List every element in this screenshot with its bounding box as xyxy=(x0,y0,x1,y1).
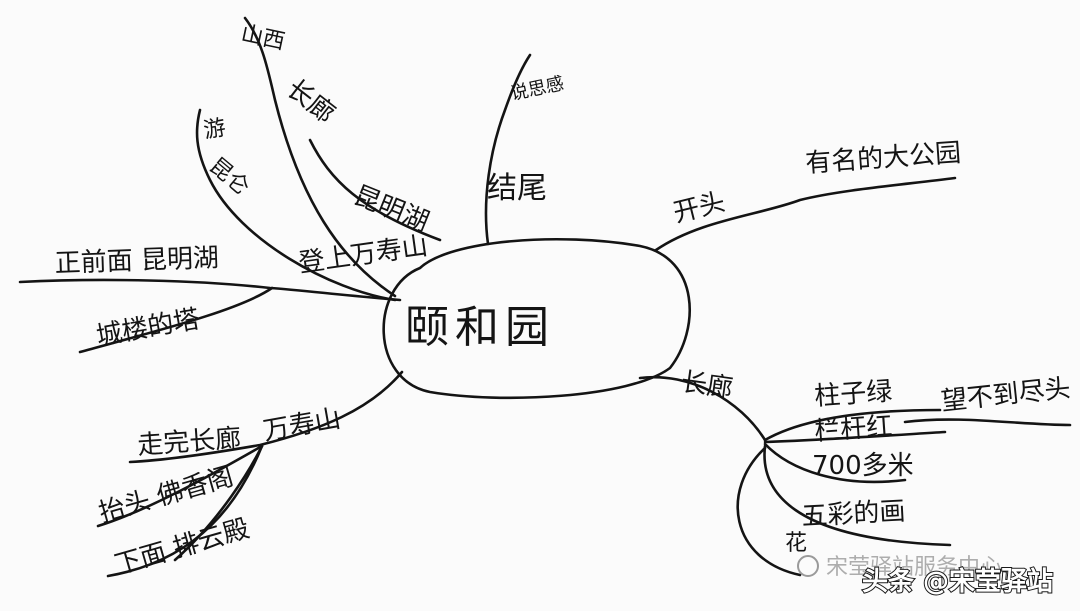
branch-right-top xyxy=(654,176,957,252)
center-node-label: 颐和园 xyxy=(405,302,555,353)
wechat-icon xyxy=(797,555,819,577)
label-wangbudao-jintou: 望不到尽头 xyxy=(940,374,1072,417)
sub-branch-taitou xyxy=(96,444,264,528)
center-node-outline xyxy=(382,237,691,400)
footer-credit: 头条 @宋莹驿站 xyxy=(862,567,1053,597)
label-langanhong: 栏杆红 xyxy=(813,412,893,447)
label-zhengqianmian-kunminghu: 正前面 昆明湖 xyxy=(54,243,219,279)
label-youmingde-dagongyuan: 有名的大公园 xyxy=(804,138,962,179)
watermark: 宋莹驿站服务中心 xyxy=(797,555,1002,580)
branch-mid-left xyxy=(18,278,402,302)
label-changlang-top: 长廊 xyxy=(281,74,340,130)
branch-mid-left-lower xyxy=(78,286,274,354)
label-hua: 花 xyxy=(785,531,807,556)
sub-branch-langan xyxy=(763,430,947,444)
sub-branch-xiamian xyxy=(106,444,264,578)
label-chenglou-deta: 城楼的塔 xyxy=(94,304,202,352)
branch-top-left-connector xyxy=(308,138,442,242)
label-700duomi: 700多米 xyxy=(812,451,914,481)
branch-bottom-left xyxy=(128,370,404,464)
branch-top-left-inner xyxy=(195,108,397,302)
sub-branch-zhuzi xyxy=(763,408,942,442)
sub-branch-hua xyxy=(736,446,802,577)
sub-branch-extra xyxy=(903,418,1072,427)
watermark-text: 宋莹驿站服务中心 xyxy=(826,555,1002,580)
label-kunlun: 昆仑 xyxy=(204,153,254,200)
label-changlang-right: 长廊 xyxy=(679,367,735,404)
label-wucaidehua: 五彩的画 xyxy=(801,497,906,532)
branch-right-bottom xyxy=(638,375,767,442)
label-kunminghu-top: 昆明湖 xyxy=(349,181,433,238)
label-xiamian-paiyundian: 下面 排云殿 xyxy=(112,514,253,581)
sub-branch-700 xyxy=(763,442,907,484)
branch-top xyxy=(484,53,532,246)
label-wanshoushan: 万寿山 xyxy=(261,404,343,447)
label-zouwan-changlang: 走完长廊 xyxy=(136,424,242,461)
label-you: 游 xyxy=(202,115,228,143)
branch-top-left xyxy=(243,16,397,298)
label-zhuzilv: 柱子绿 xyxy=(813,377,893,412)
label-jiewei: 结尾 xyxy=(487,171,547,206)
sub-branch-wucai xyxy=(763,444,952,547)
label-shanxi: 山西 xyxy=(239,21,287,55)
sub-branch-loop xyxy=(173,444,264,562)
